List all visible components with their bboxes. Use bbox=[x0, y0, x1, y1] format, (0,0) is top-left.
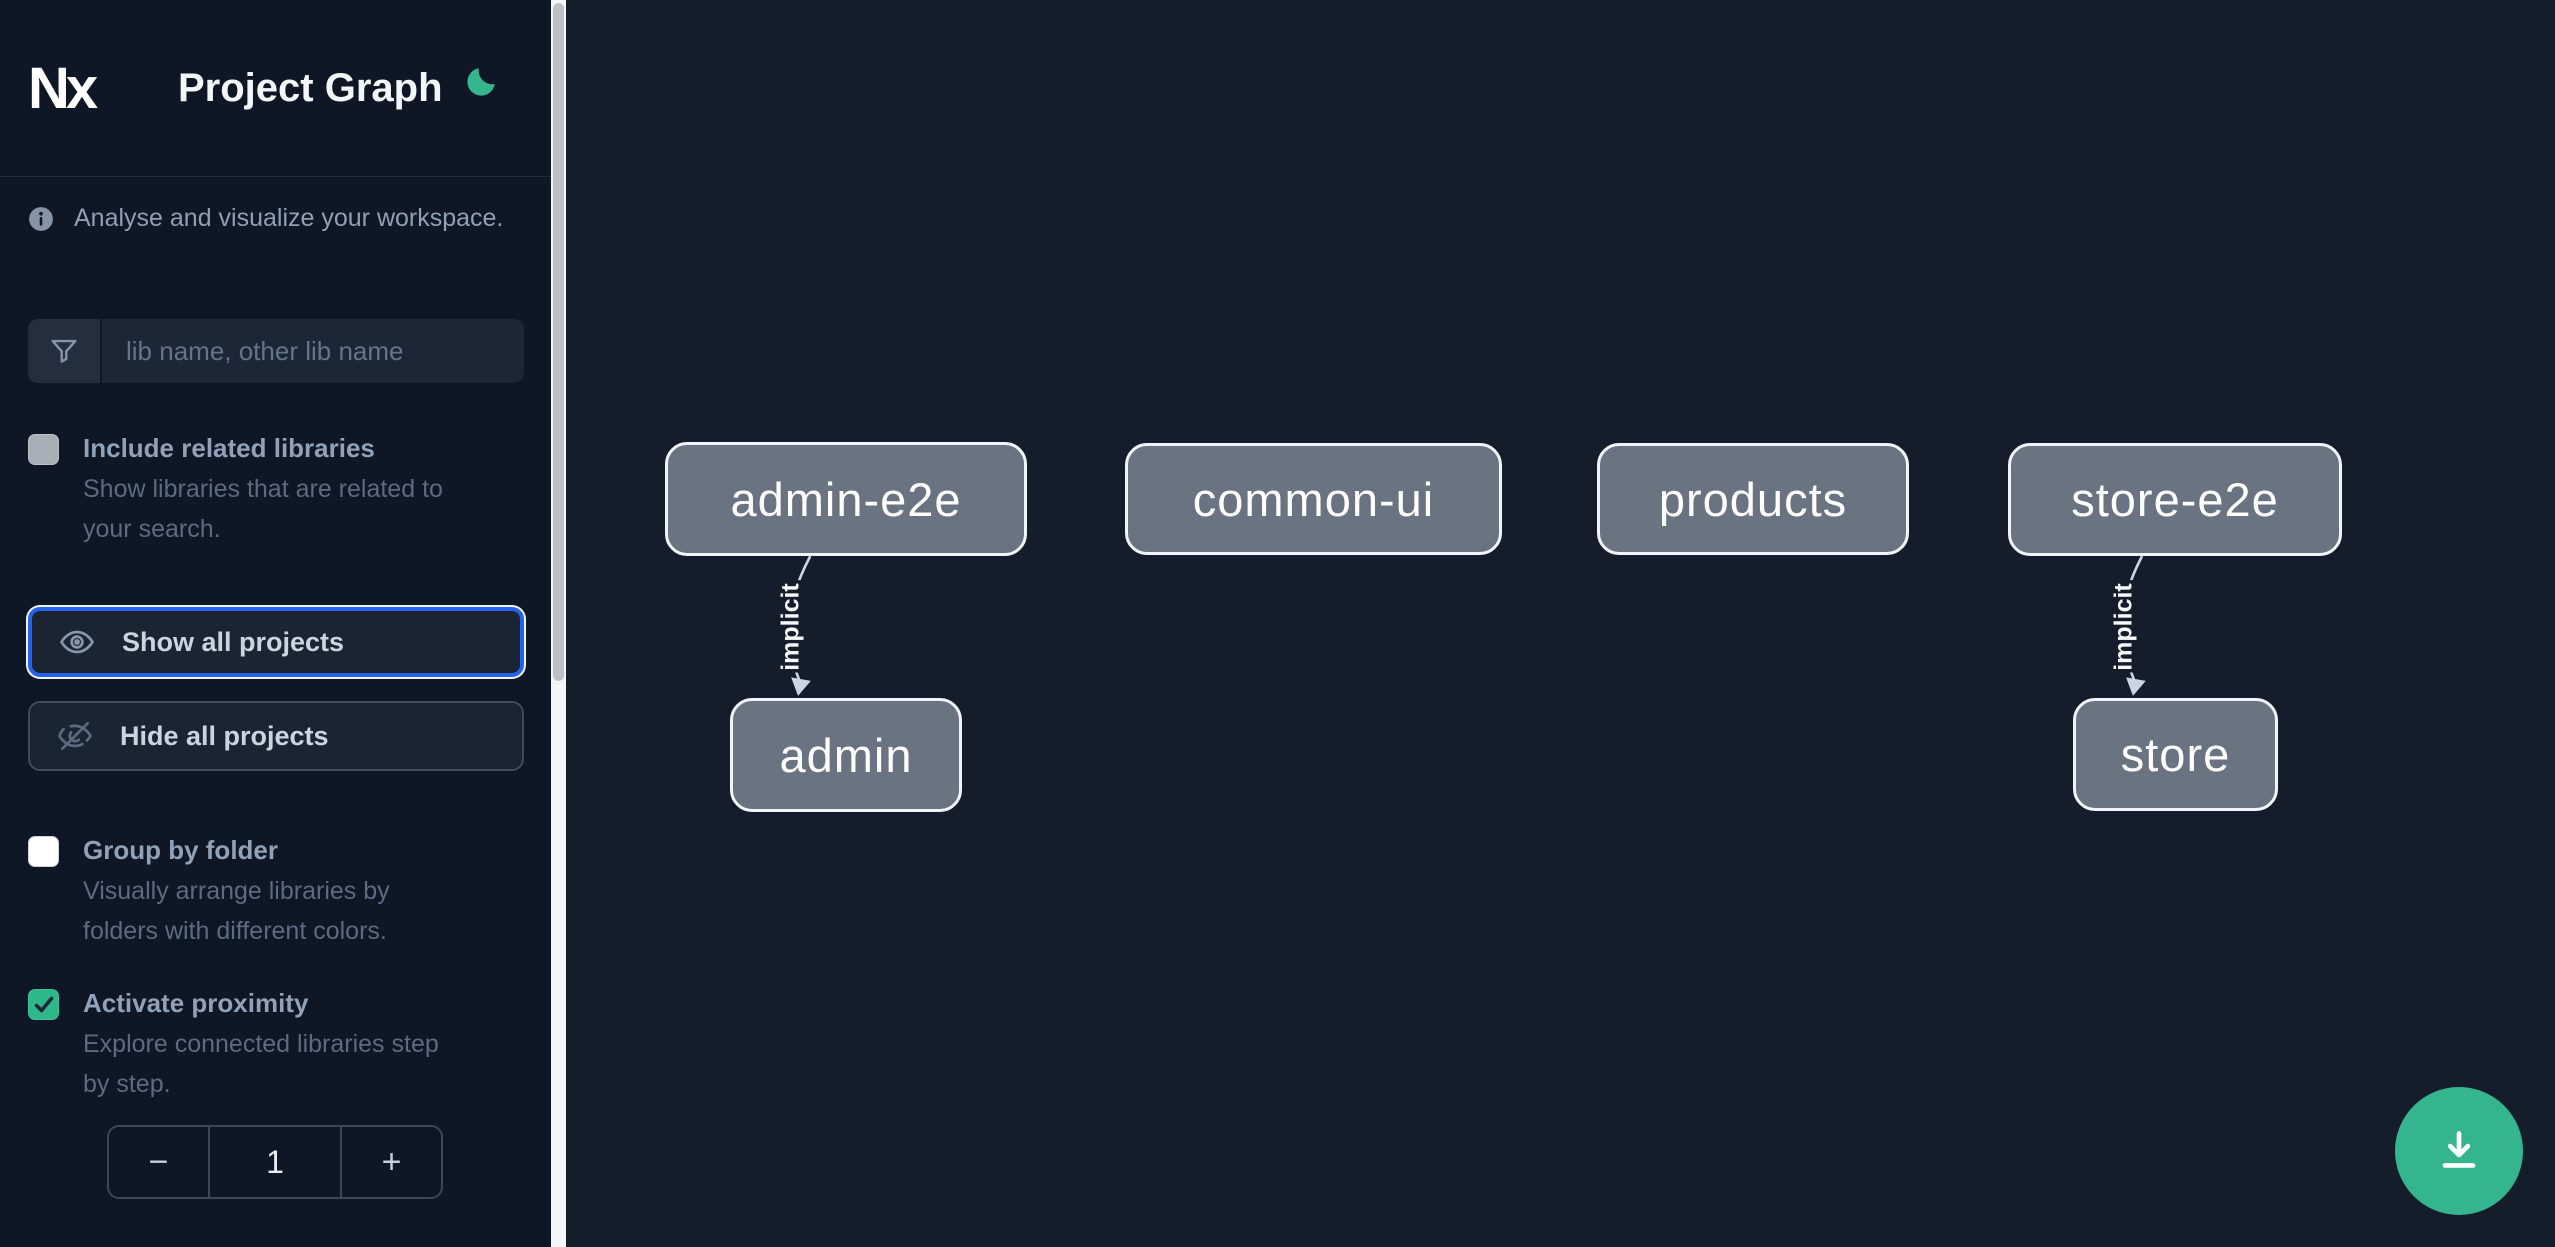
graph-node-products[interactable]: products bbox=[1597, 443, 1909, 555]
hide-all-projects-button[interactable]: Hide all projects bbox=[28, 701, 524, 771]
checkmark-icon bbox=[34, 996, 53, 1012]
option-activate-proximity: Activate proximity Explore connected lib… bbox=[28, 986, 524, 1104]
graph-node-admin-e2e[interactable]: admin-e2e bbox=[665, 442, 1027, 556]
edge-admin-e2e-admin bbox=[787, 555, 812, 683]
option-include-related: Include related libraries Show libraries… bbox=[28, 431, 524, 549]
include-related-text: Include related libraries Show libraries… bbox=[83, 431, 443, 549]
filter-icon bbox=[51, 339, 77, 363]
include-related-label[interactable]: Include related libraries bbox=[83, 433, 375, 463]
info-icon bbox=[29, 206, 53, 231]
edge-arrowhead bbox=[2126, 677, 2146, 696]
intro-text: Analyse and visualize your workspace. bbox=[74, 204, 504, 232]
include-related-description: Show libraries that are related to your … bbox=[83, 475, 443, 543]
group-by-folder-label[interactable]: Group by folder bbox=[83, 835, 278, 865]
nx-logo-text: Nx bbox=[28, 55, 98, 121]
graph-canvas-background[interactable] bbox=[566, 0, 2555, 1247]
option-group-by-folder: Group by folder Visually arrange librari… bbox=[28, 833, 524, 951]
graph-node-common-ui[interactable]: common-ui bbox=[1125, 443, 1502, 555]
edge-store-e2e-store bbox=[2121, 555, 2143, 683]
edge-label: implicit bbox=[2110, 583, 2138, 671]
page-title: Project Graph bbox=[178, 65, 443, 110]
sidebar-content: Analyse and visualize your workspace. In… bbox=[0, 204, 566, 1199]
intro-row: Analyse and visualize your workspace. bbox=[28, 204, 524, 233]
group-by-folder-text: Group by folder Visually arrange librari… bbox=[83, 833, 390, 951]
activate-proximity-label[interactable]: Activate proximity bbox=[83, 988, 309, 1018]
sidebar-header: Nx Project Graph bbox=[0, 0, 566, 177]
graph-node-store-e2e[interactable]: store-e2e bbox=[2008, 443, 2342, 556]
graph-node-store[interactable]: store bbox=[2073, 698, 2278, 811]
proximity-stepper: − 1 + bbox=[107, 1125, 443, 1199]
activate-proximity-checkbox[interactable] bbox=[28, 989, 59, 1020]
activate-proximity-description: Explore connected libraries step by step… bbox=[83, 1030, 439, 1098]
download-button[interactable] bbox=[2395, 1087, 2523, 1215]
edge-label: implicit bbox=[776, 583, 804, 671]
eye-icon bbox=[60, 630, 94, 654]
activate-proximity-text: Activate proximity Explore connected lib… bbox=[83, 986, 439, 1104]
proximity-increment-button[interactable]: + bbox=[342, 1127, 441, 1197]
moon-icon bbox=[466, 67, 495, 96]
sidebar-scrollbar-thumb[interactable] bbox=[553, 3, 564, 681]
show-all-projects-label: Show all projects bbox=[122, 626, 345, 657]
theme-toggle[interactable] bbox=[463, 64, 499, 105]
hide-all-projects-label: Hide all projects bbox=[120, 720, 329, 751]
sidebar-scrollbar[interactable] bbox=[551, 0, 566, 1247]
show-all-projects-button[interactable]: Show all projects bbox=[28, 607, 524, 677]
proximity-value: 1 bbox=[208, 1127, 342, 1197]
proximity-decrement-button[interactable]: − bbox=[109, 1127, 208, 1197]
group-by-folder-checkbox[interactable] bbox=[28, 836, 59, 867]
download-icon bbox=[2442, 1131, 2476, 1168]
sidebar: Nx Project Graph Analyse and visualize y… bbox=[0, 0, 566, 1247]
edge-arrowhead bbox=[791, 677, 811, 696]
eye-off-icon bbox=[58, 721, 92, 751]
search-box bbox=[28, 319, 524, 383]
search-input[interactable] bbox=[102, 319, 524, 383]
include-related-checkbox[interactable] bbox=[28, 434, 59, 465]
group-by-folder-description: Visually arrange libraries by folders wi… bbox=[83, 877, 390, 945]
nx-logo: Nx bbox=[28, 56, 120, 121]
search-icon-cell bbox=[28, 319, 102, 383]
graph-node-admin[interactable]: admin bbox=[730, 698, 962, 812]
